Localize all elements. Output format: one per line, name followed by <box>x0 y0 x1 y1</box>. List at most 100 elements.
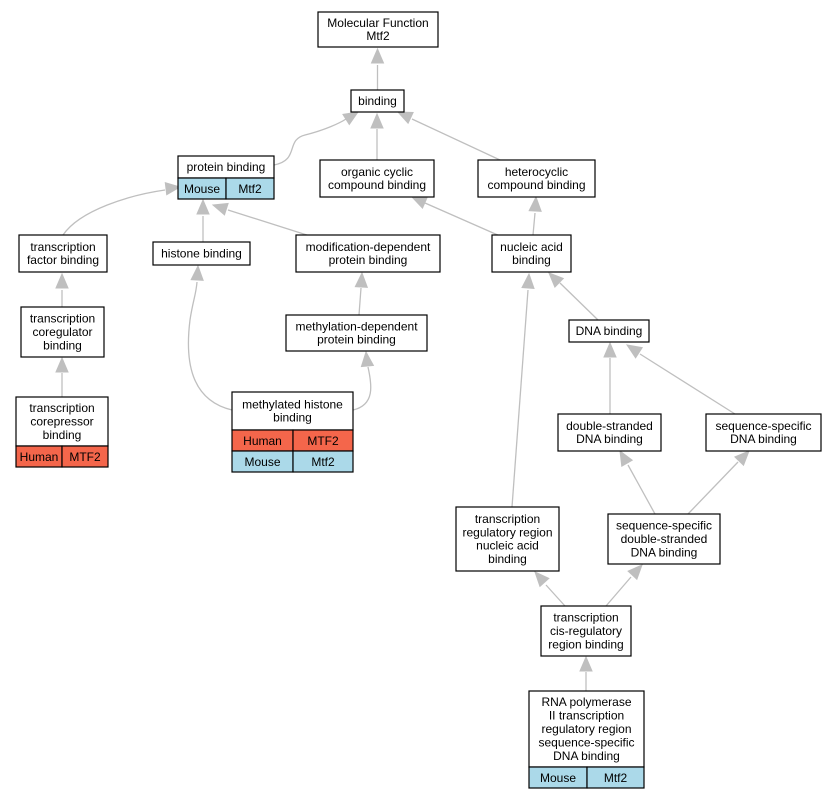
edge-coreg-to-tfbind <box>55 272 69 307</box>
node-label: nucleic acid <box>500 240 563 254</box>
node-label: binding <box>273 411 312 425</box>
node-box <box>528 690 645 768</box>
node-box <box>557 413 662 452</box>
node-box <box>152 241 251 266</box>
edge-hetero-to-binding <box>396 111 501 161</box>
node-label: binding <box>43 338 82 352</box>
node-label: protein binding <box>317 333 396 347</box>
node-box <box>568 319 650 343</box>
node-label: Mtf2 <box>366 29 390 43</box>
node-label: heterocyclic <box>505 165 568 179</box>
species-label: Human <box>20 450 59 464</box>
edge-treg-to-nucleic <box>511 272 535 508</box>
species-label: Mouse <box>184 182 220 196</box>
node-box <box>295 234 441 273</box>
arrowhead-icon <box>619 449 634 467</box>
edge-corep-to-coreg <box>55 356 69 397</box>
node-label: protein binding <box>329 253 408 267</box>
arrowhead-icon <box>548 272 565 289</box>
arrowhead-icon <box>579 655 593 672</box>
species-label: Mouse <box>540 771 576 785</box>
go-term-node-dna[interactable]: DNA binding <box>568 319 650 343</box>
node-box <box>317 11 439 48</box>
node-label: II transcription <box>549 709 624 723</box>
node-label: transcription <box>30 312 95 326</box>
arrowhead-icon <box>211 202 229 216</box>
node-label: RNA polymerase <box>541 695 631 709</box>
arrowhead-icon <box>521 272 535 289</box>
edge-histone-to-protein <box>196 198 210 242</box>
edge-tfbind-to-protein <box>62 181 182 236</box>
arrowhead-icon <box>625 344 644 359</box>
node-label: corepressor <box>30 415 93 429</box>
node-label: transcription <box>475 512 540 526</box>
edge-ssds-to-ssdna <box>687 450 750 515</box>
gene-label: Mtf2 <box>238 182 262 196</box>
edge-rnapol-to-cisreg <box>579 655 593 691</box>
node-box <box>285 314 428 352</box>
node-label: binding <box>43 428 82 442</box>
node-box <box>319 159 435 198</box>
arrowhead-icon <box>410 196 429 210</box>
node-label: sequence-specific <box>715 419 811 433</box>
node-label: modification-dependent <box>306 240 431 254</box>
node-label: DNA binding <box>576 324 643 338</box>
arrowhead-icon <box>360 350 375 368</box>
edge-cisreg-to-ssds <box>605 564 643 607</box>
arrowhead-icon <box>55 272 69 289</box>
node-label: DNA binding <box>631 545 698 559</box>
gene-label: Mtf2 <box>604 771 628 785</box>
edge-nucleic-to-organic <box>410 196 501 237</box>
go-term-node-binding[interactable]: binding <box>350 89 405 113</box>
annotation-row-mouse: Mouse Mtf2 <box>177 177 275 200</box>
node-label: histone binding <box>161 247 242 261</box>
node-label: binding <box>512 253 551 267</box>
annotation-row-mouse: Mouse Mtf2 <box>528 766 645 789</box>
node-box <box>607 513 721 565</box>
edge-binding-to-mf <box>370 47 385 90</box>
node-box <box>18 234 108 273</box>
node-label: region binding <box>548 637 623 651</box>
node-label: binding <box>488 552 527 566</box>
annotation-row-mouse: Mouse Mtf2 <box>231 450 354 473</box>
edge-protein-to-binding <box>273 111 360 166</box>
edge-organic-to-binding <box>370 112 384 160</box>
node-label: compound binding <box>487 178 585 192</box>
go-term-node-histone[interactable]: histone binding <box>152 241 251 266</box>
arrowhead-icon <box>733 450 750 467</box>
edges-layer <box>55 47 750 691</box>
node-box <box>231 391 354 431</box>
gene-label: Mtf2 <box>311 455 335 469</box>
arrowhead-icon <box>528 195 542 212</box>
arrowhead-icon <box>196 198 210 215</box>
node-label: cis-regulatory <box>550 624 622 638</box>
arrowhead-icon <box>396 111 414 125</box>
edge-dsdna-to-dna <box>603 341 617 414</box>
arrowhead-icon <box>534 571 550 588</box>
arrowhead-icon <box>354 271 369 288</box>
species-label: Mouse <box>244 455 280 469</box>
node-label: regulatory region <box>462 525 552 539</box>
node-box <box>540 605 632 657</box>
node-label: nucleic acid <box>476 539 539 553</box>
edge-nucleic-to-hetero <box>528 195 542 236</box>
node-box <box>455 506 560 572</box>
